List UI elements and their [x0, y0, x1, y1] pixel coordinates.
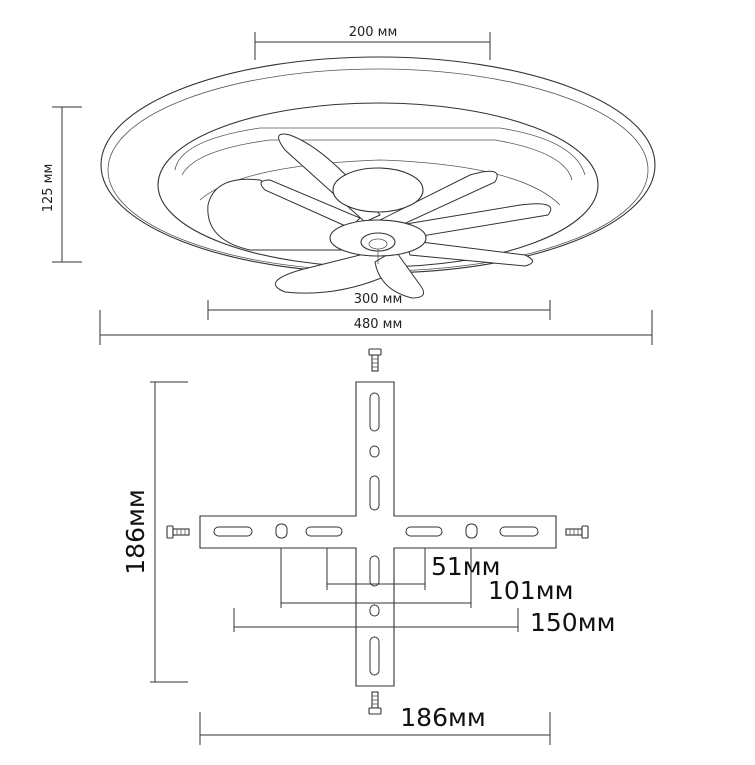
dim-label-480: 480 мм [354, 317, 403, 332]
bracket-slot [369, 445, 380, 458]
dim-label-200: 200 мм [349, 25, 398, 40]
fan-cage-top [174, 127, 586, 176]
dim-label-101: 101мм [488, 576, 573, 605]
screw-top [368, 348, 382, 372]
screw-left [166, 525, 190, 539]
bracket-slot [465, 523, 478, 539]
bracket-slot [369, 392, 380, 432]
dim-label-186-horizontal: 186мм [400, 703, 485, 732]
fan-blade [399, 203, 552, 239]
bracket-slot [369, 604, 380, 617]
screw-bottom [368, 691, 382, 715]
dim-label-125: 125 мм [41, 164, 56, 213]
fan-blade [260, 179, 361, 229]
bracket-slot [369, 555, 380, 587]
dim-overall-diameter: 480 мм [99, 310, 653, 345]
dim-label-300: 300 мм [354, 292, 403, 307]
dim-label-51: 51мм [431, 552, 501, 581]
dim-blade-span: 300 мм [207, 292, 551, 320]
fan-hub-cap [360, 232, 396, 252]
dim-hole-spacing-101: 101мм [280, 548, 573, 608]
fan-motor-housing [332, 167, 424, 213]
fan-blade [274, 249, 396, 294]
fan-cage-rim [181, 139, 573, 181]
fan-blades [207, 133, 552, 299]
fan-blade [207, 178, 373, 251]
dim-bracket-width: 186мм [199, 703, 551, 745]
bracket-slot [275, 523, 288, 539]
dim-hole-spacing-150: 150мм [233, 608, 615, 637]
fan-blade [374, 249, 425, 299]
dim-fan-height: 125 мм [41, 106, 82, 263]
fan-blade [378, 170, 498, 229]
fan-blade [404, 239, 533, 267]
bracket-slot [369, 636, 380, 676]
screw-right [565, 525, 589, 539]
dim-hole-spacing-51: 51мм [326, 548, 501, 590]
ceiling-fan-drawing [100, 56, 656, 299]
bracket-slot [305, 526, 343, 537]
bracket-slot [499, 526, 539, 537]
dim-top-width: 200 мм [254, 25, 491, 60]
cross-bracket [199, 381, 557, 687]
dim-label-186-vertical: 186мм [121, 489, 150, 574]
bracket-slot [369, 475, 380, 511]
dim-label-150: 150мм [530, 608, 615, 637]
bracket-slot [213, 526, 253, 537]
dim-bracket-height: 186мм [121, 381, 188, 683]
mounting-bracket-drawing [166, 348, 589, 715]
bracket-slot [405, 526, 443, 537]
